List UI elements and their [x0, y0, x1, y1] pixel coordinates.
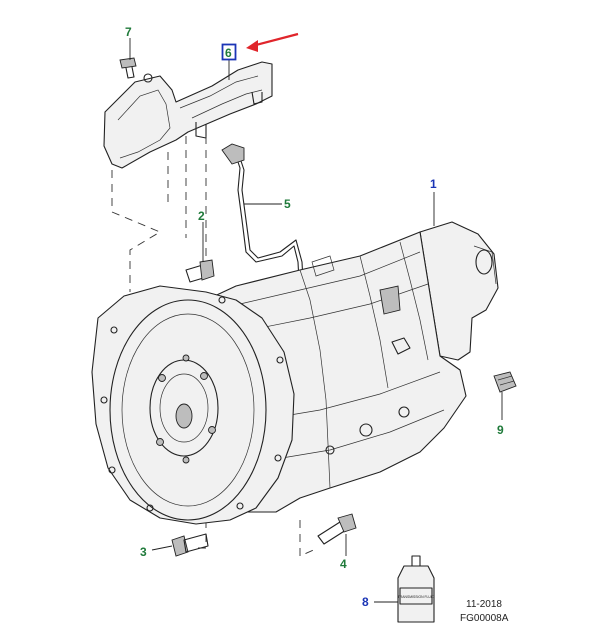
callout-9[interactable]: 9 [497, 423, 504, 437]
fluid-bottle-part-8: TRANSMISSION FLUID [397, 555, 435, 623]
transmission-case [91, 221, 499, 525]
leader-lines [129, 38, 503, 603]
callout-6[interactable]: 6 [225, 46, 232, 60]
plug-part-9 [493, 371, 517, 393]
bolt-part-2 [185, 259, 215, 283]
callout-5[interactable]: 5 [284, 197, 291, 211]
alignment-lines [111, 136, 319, 557]
callout-3[interactable]: 3 [140, 545, 147, 559]
callout-4[interactable]: 4 [340, 557, 347, 571]
pointer-arrow [246, 32, 299, 52]
highlight-box [221, 43, 237, 61]
stud-part-4 [317, 513, 357, 545]
callout-2[interactable]: 2 [198, 209, 205, 223]
revision-date: 11-2018 [466, 599, 502, 610]
bolt-part-3 [171, 533, 209, 557]
callout-8[interactable]: 8 [362, 595, 369, 609]
callout-1[interactable]: 1 [430, 177, 437, 191]
callout-7[interactable]: 7 [125, 25, 132, 39]
bolt-part-7 [119, 57, 137, 79]
fluid-bottle-label: TRANSMISSION FLUID [398, 595, 435, 599]
figure-code: FG00008A [460, 613, 509, 624]
heat-shield-part [103, 61, 273, 169]
